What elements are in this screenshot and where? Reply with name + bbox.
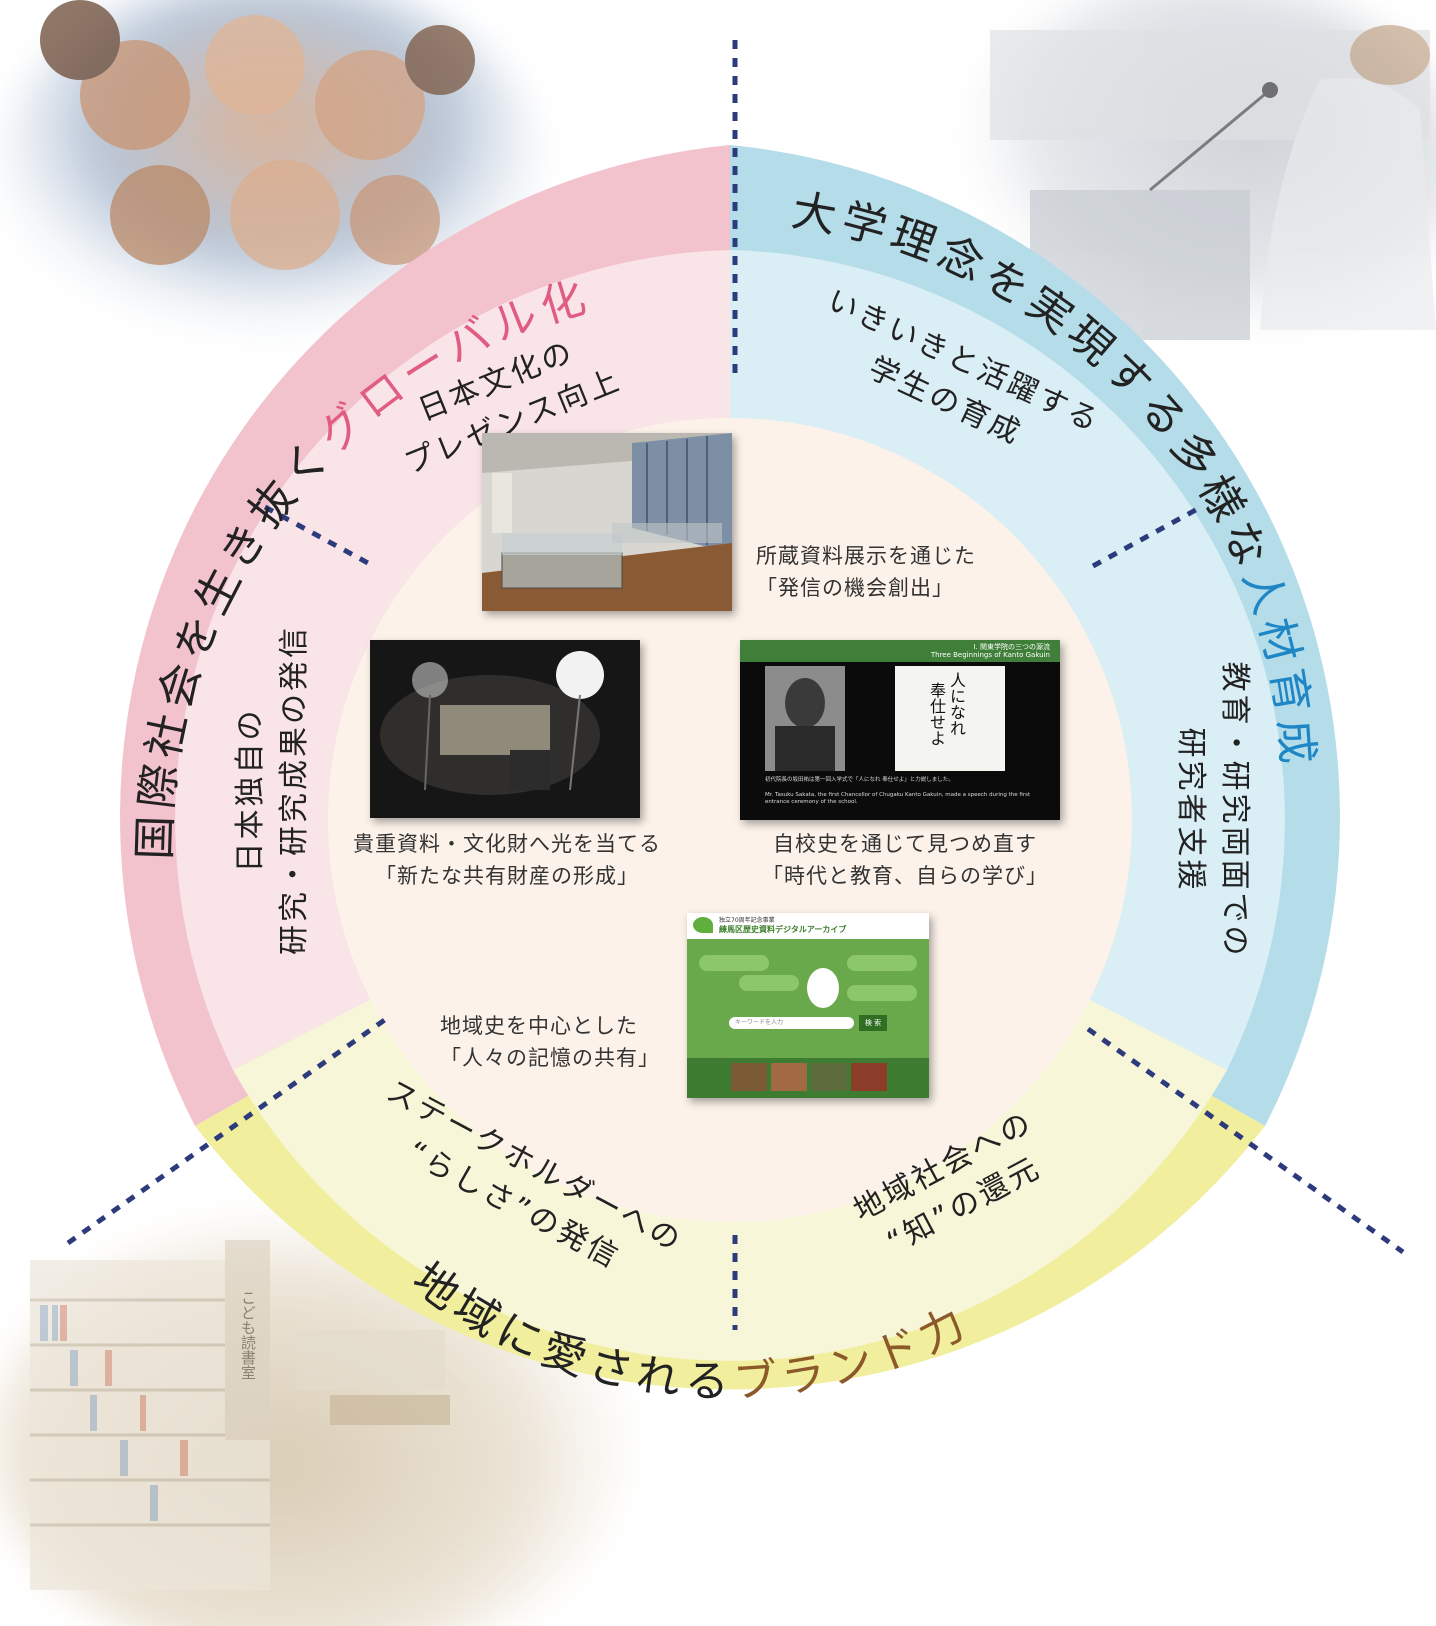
center-disc	[328, 418, 1132, 1222]
kyouiku-line2: 研究者支援	[1173, 728, 1208, 893]
calligraphy-panel: 人になれ 奉仕せよ	[895, 666, 1005, 771]
photo-cultural-property-shoot	[370, 640, 640, 818]
caption-cultural: 貴重資料・文化財へ光を当てる 「新たな共有財産の形成」	[332, 828, 682, 892]
inner-sector-blue	[730, 250, 1285, 1070]
caption-school-history: 自校史を通じて見つめ直す 「時代と教育、自らの学び」	[740, 828, 1070, 892]
caption-cultural-line2: 「新たな共有財産の形成」	[375, 864, 639, 888]
caption-school-history-line2: 「時代と教育、自らの学び」	[762, 864, 1048, 888]
kyouiku-line1: 教育・研究両面での	[1217, 662, 1252, 959]
screen-local-archive: 独立70周年記念事業 練馬区歴史資料デジタルアーカイブ キーワードを入力 検 索	[687, 913, 929, 1098]
divider-upper-left	[263, 504, 370, 566]
outer-sector-yellow	[195, 1042, 1265, 1390]
archive-search-input[interactable]: キーワードを入力	[729, 1017, 854, 1029]
school-history-body-en: Mr. Tasuku Sakata, the first Chancellor …	[765, 792, 1031, 805]
caption-exhibit-line1: 所蔵資料展示を通じた	[756, 544, 976, 568]
school-history-header-en: Three Beginnings of Kanto Gakuin	[930, 651, 1050, 659]
divider-upper-right	[1091, 503, 1205, 569]
caption-exhibit-line2: 「発信の機会創出」	[756, 576, 954, 600]
divider-lower-left	[66, 1016, 388, 1246]
calligraphy-line2: 奉仕せよ	[927, 682, 946, 746]
caption-local-history: 地域史を中心とした 「人々の記憶の共有」	[440, 1010, 660, 1074]
inner-ring	[175, 250, 1285, 1361]
nihon-dokuji-line1: 日本独自の	[233, 708, 268, 873]
archive-title-small: 独立70周年記念事業	[719, 917, 775, 924]
school-history-body: 初代院長の坂田祐は第一回入学式で「人になれ 奉仕せよ」と力説しました。	[765, 777, 954, 783]
caption-local-history-line1: 地域史を中心とした	[440, 1014, 638, 1038]
photo-exhibit-hall	[482, 433, 732, 611]
photo-group-lecture	[940, 0, 1436, 350]
nihon-dokuji-line2: 研究・研究成果の発信	[277, 625, 312, 955]
inner-sector-pink	[175, 250, 730, 1070]
archive-title: 練馬区歴史資料デジタルアーカイブ	[719, 925, 847, 934]
inner-sector-yellow	[233, 992, 1227, 1361]
library-sign: こども読書室	[239, 1290, 257, 1380]
label-kyouiku: 教育・研究両面での 研究者支援	[1173, 662, 1252, 959]
screen-school-history: I. 関東学院の三つの源流 Three Beginnings of Kanto …	[740, 640, 1060, 820]
caption-cultural-line1: 貴重資料・文化財へ光を当てる	[353, 832, 661, 856]
label-nihon-dokuji: 日本独自の 研究・研究成果の発信	[233, 625, 312, 955]
caption-local-history-line2: 「人々の記憶の共有」	[440, 1046, 660, 1070]
school-history-header: I. 関東学院の三つの源流	[973, 643, 1050, 651]
founder-portrait	[765, 666, 845, 771]
photo-group-people	[0, 0, 540, 355]
divider-lines	[66, 40, 1405, 1330]
caption-exhibit: 所蔵資料展示を通じた 「発信の機会創出」	[756, 540, 976, 604]
caption-school-history-line1: 自校史を通じて見つめ直す	[773, 832, 1037, 856]
calligraphy-line1: 人になれ	[947, 672, 966, 736]
archive-search-button[interactable]: 検 索	[859, 1015, 887, 1031]
